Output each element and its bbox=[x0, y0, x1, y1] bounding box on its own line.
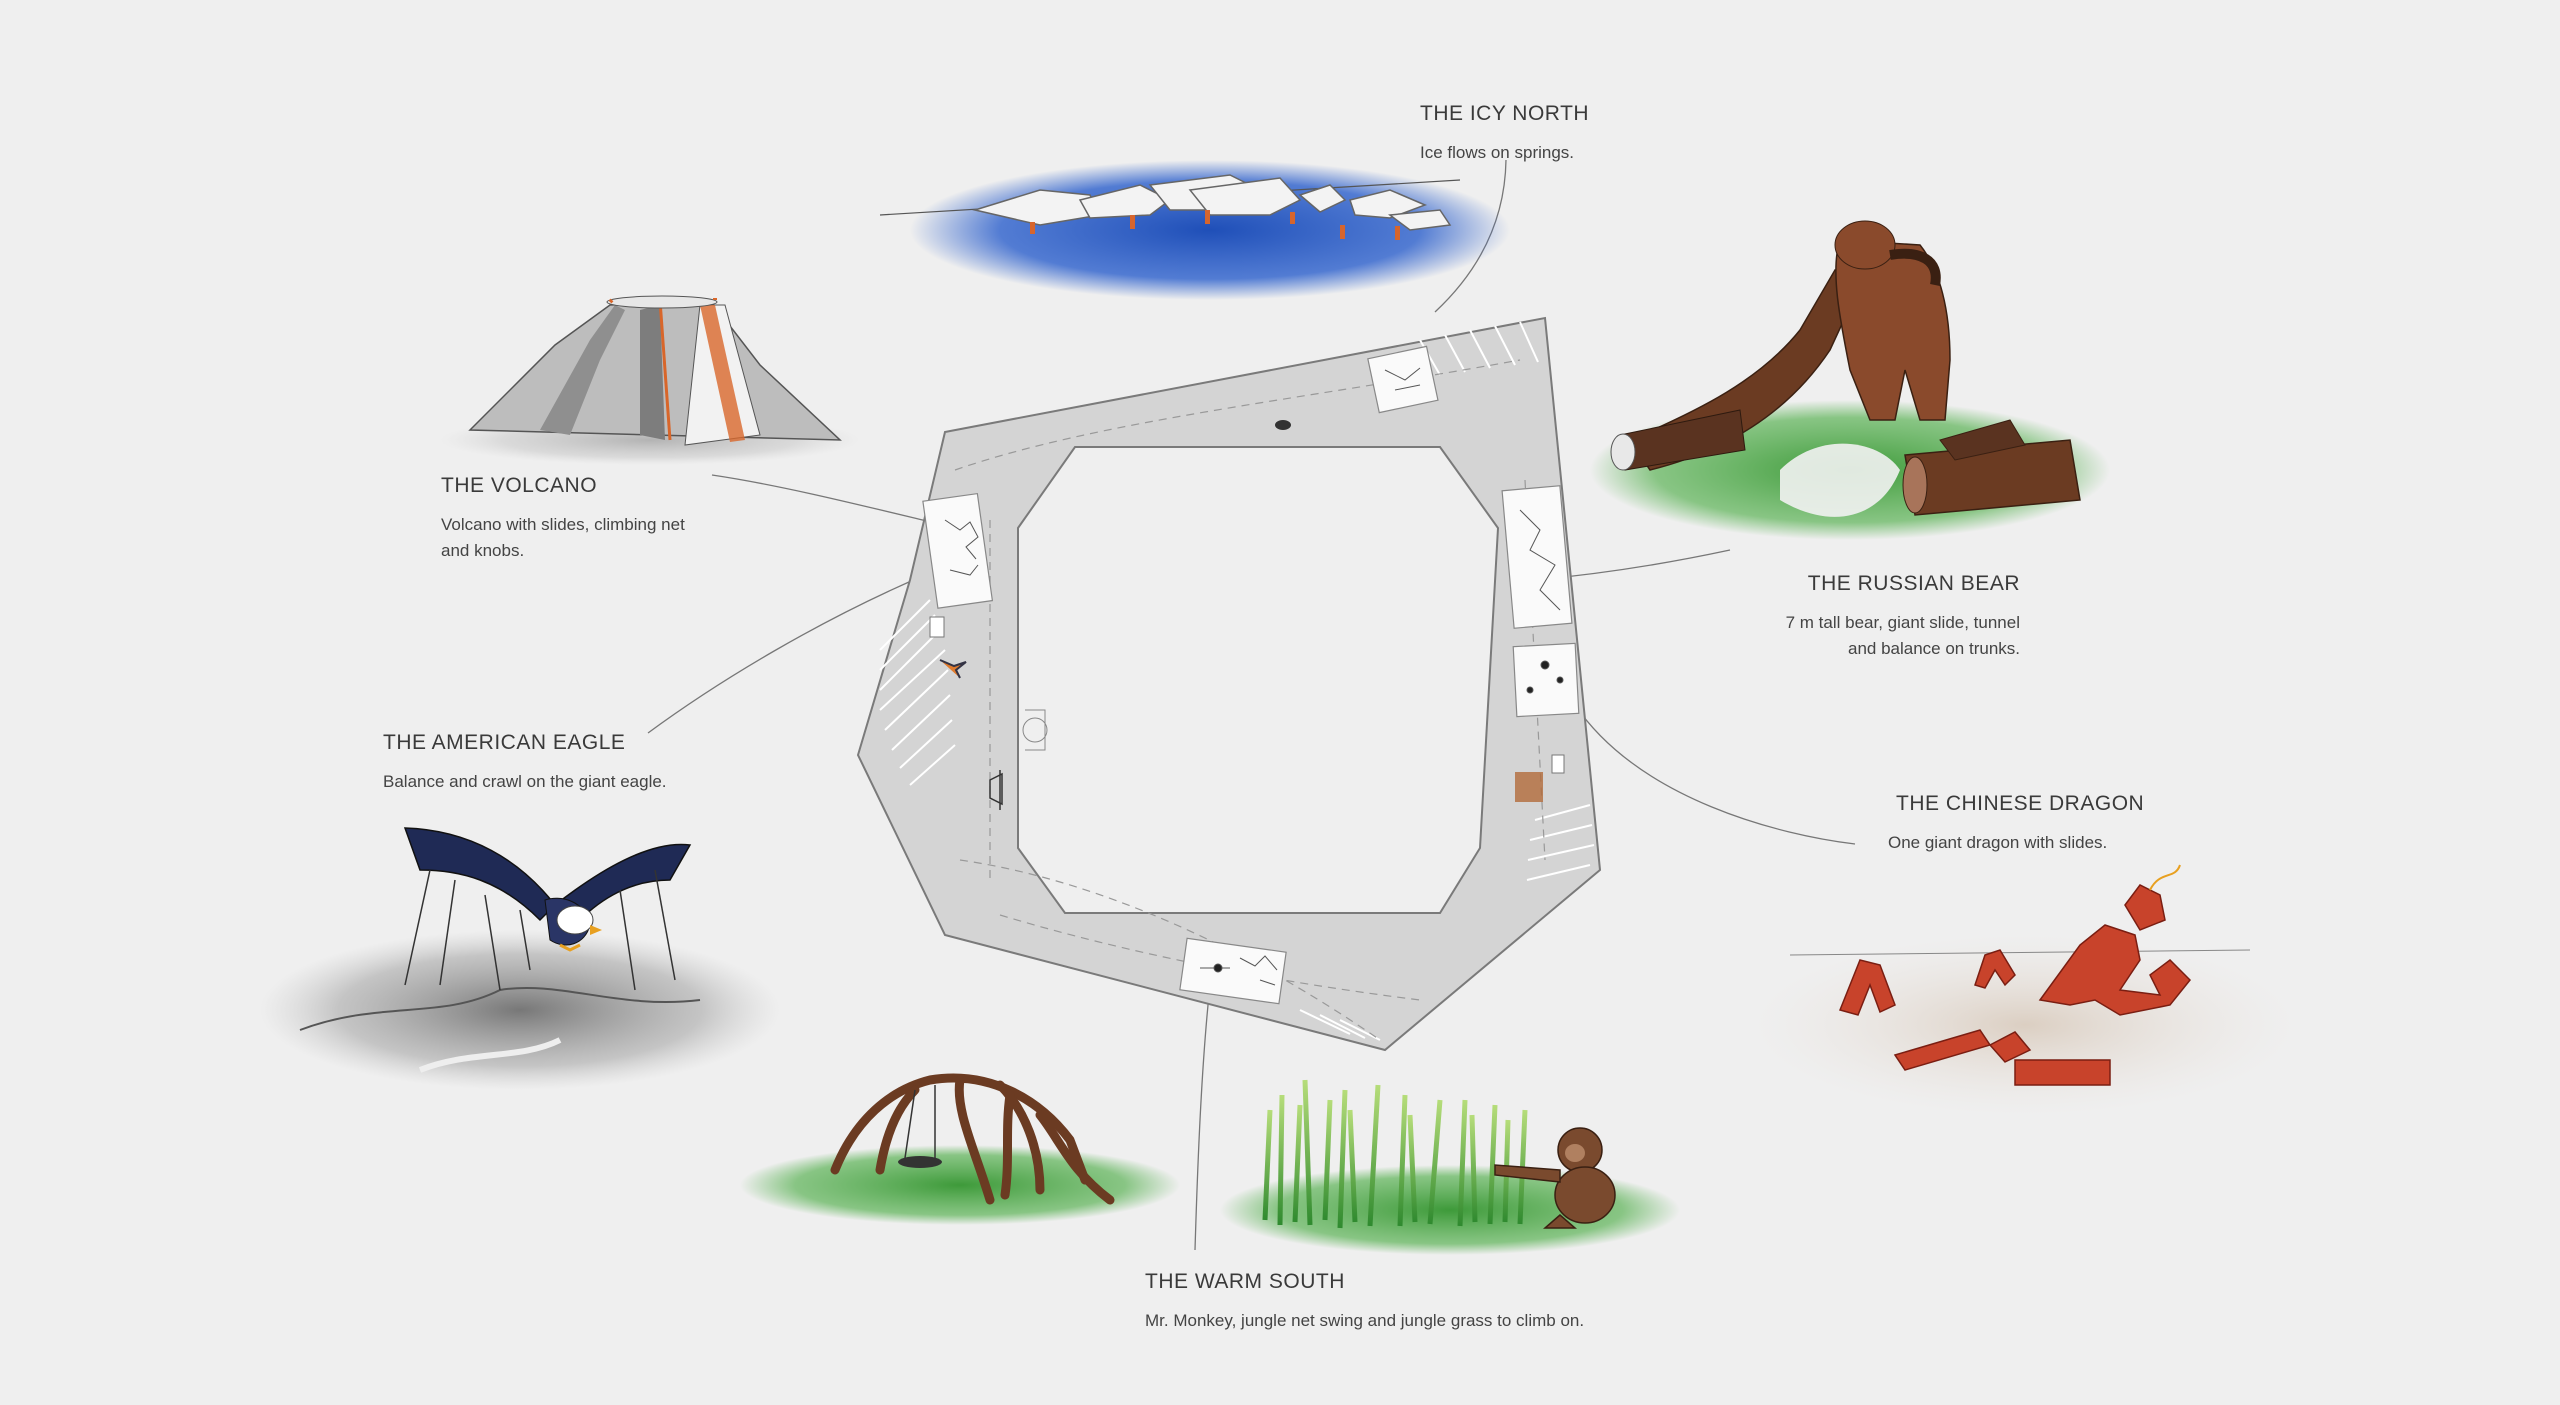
label-desc-line1: Volcano with slides, climbing net bbox=[441, 515, 685, 534]
tile-dragon bbox=[1512, 642, 1580, 718]
label-chinese-dragon: THE CHINESE DRAGON One giant dragon with… bbox=[1888, 792, 2144, 856]
label-desc: Mr. Monkey, jungle net swing and jungle … bbox=[1145, 1311, 1585, 1330]
tile-icy-north bbox=[1367, 345, 1439, 414]
tile-volcano bbox=[922, 492, 994, 609]
tile-south bbox=[1179, 937, 1287, 1005]
volcano-illustration bbox=[440, 295, 860, 465]
label-title: THE ICY NORTH bbox=[1420, 102, 1590, 125]
label-title: THE WARM SOUTH bbox=[1145, 1270, 1345, 1293]
label-desc: Ice flows on springs. bbox=[1420, 143, 1575, 162]
label-russian-bear: THE RUSSIAN BEAR 7 m tall bear, giant sl… bbox=[1700, 572, 2020, 662]
plan-tile-sketches bbox=[944, 367, 1564, 986]
label-title: THE AMERICAN EAGLE bbox=[383, 731, 626, 754]
label-desc: One giant dragon with slides. bbox=[1888, 833, 2108, 852]
label-desc-line2: and knobs. bbox=[441, 541, 525, 560]
plan-outer-ring bbox=[856, 316, 1602, 1052]
jungle-swing-illustration bbox=[740, 1073, 1180, 1225]
leader-eagle bbox=[647, 574, 926, 734]
label-desc-line2: and balance on trunks. bbox=[1847, 639, 2020, 658]
label-volcano: THE VOLCANO Volcano with slides, climbin… bbox=[441, 474, 685, 564]
plan-details bbox=[929, 420, 1565, 810]
label-title: THE VOLCANO bbox=[441, 474, 598, 497]
label-desc-line1: 7 m tall bear, giant slide, tunnel bbox=[1785, 613, 2020, 632]
tile-bear bbox=[1501, 485, 1573, 629]
plan-hatching bbox=[879, 321, 1595, 1041]
plan-tiles bbox=[922, 345, 1580, 1005]
label-icy-north: THE ICY NORTH Ice flows on springs. bbox=[1420, 102, 1589, 166]
russian-bear-illustration bbox=[1590, 220, 2110, 540]
leader-dragon bbox=[1574, 704, 1856, 845]
leader-volcano bbox=[711, 474, 936, 524]
label-title: THE CHINESE DRAGON bbox=[1896, 792, 2145, 815]
jungle-grass-monkey-illustration bbox=[1220, 1079, 1680, 1255]
site-plan bbox=[856, 316, 1602, 1052]
chinese-dragon-illustration bbox=[1755, 864, 2295, 1115]
american-eagle-illustration bbox=[260, 827, 780, 1090]
label-title: THE RUSSIAN BEAR bbox=[1807, 572, 2020, 595]
label-desc: Balance and crawl on the giant eagle. bbox=[383, 772, 667, 791]
leader-lines bbox=[647, 159, 1856, 1251]
icy-north-illustration bbox=[879, 160, 1510, 300]
leader-south bbox=[1194, 984, 1211, 1251]
label-american-eagle: THE AMERICAN EAGLE Balance and crawl on … bbox=[383, 731, 667, 795]
label-warm-south: THE WARM SOUTH Mr. Monkey, jungle net sw… bbox=[1145, 1270, 1584, 1334]
